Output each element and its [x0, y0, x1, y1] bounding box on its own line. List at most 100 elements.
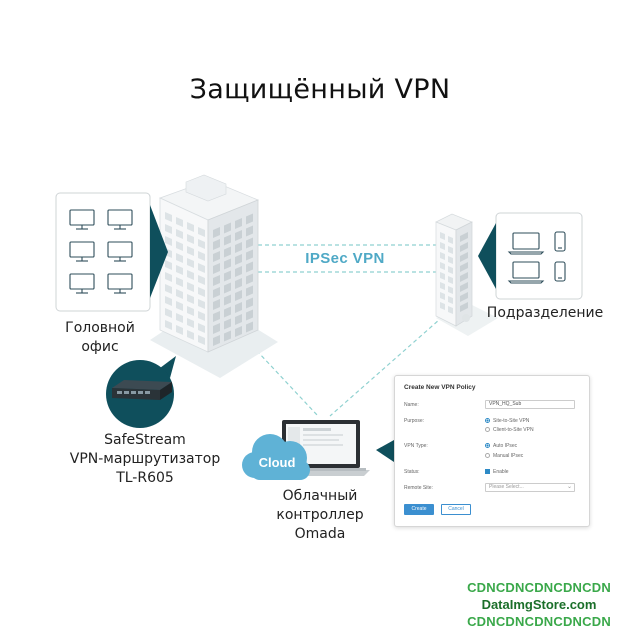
cloud-label: Cloud — [258, 455, 296, 470]
hq-roof-unit — [185, 174, 227, 202]
vpn-type-manual-radio[interactable] — [485, 453, 490, 458]
window — [187, 306, 194, 316]
window — [448, 286, 453, 294]
window — [224, 294, 231, 306]
cloud-icon — [242, 434, 310, 480]
window — [198, 299, 205, 309]
branch-card — [478, 212, 583, 300]
window — [198, 287, 205, 297]
window — [440, 252, 445, 260]
window — [198, 227, 205, 237]
window — [235, 326, 242, 337]
window — [176, 277, 183, 287]
name-input[interactable]: VPN_HQ_Sub — [485, 400, 575, 409]
laptop-icon — [507, 232, 545, 255]
window — [246, 309, 253, 321]
window — [224, 330, 231, 342]
window — [246, 285, 253, 297]
vpn-type-label: VPN Type: — [404, 443, 428, 449]
window — [187, 258, 194, 268]
window — [187, 246, 194, 256]
window — [224, 282, 231, 294]
window — [246, 213, 253, 225]
window — [213, 287, 220, 298]
laptop-icon — [507, 261, 545, 284]
window — [448, 246, 453, 254]
panel-title: Create New VPN Policy — [404, 384, 476, 391]
create-button[interactable]: Create — [404, 504, 434, 515]
window — [235, 254, 242, 265]
window — [460, 292, 468, 302]
window — [198, 251, 205, 261]
router-icon — [112, 380, 172, 400]
window — [448, 276, 453, 284]
purpose-site-radio[interactable] — [485, 418, 490, 423]
hq-right-face — [207, 199, 259, 353]
window — [246, 321, 253, 333]
phone-icon — [554, 261, 566, 282]
desktop-computer-icon — [69, 273, 95, 294]
remote-site-label: Remote Site: — [404, 485, 433, 491]
window — [440, 282, 445, 290]
vpn-type-auto-text: Auto IPsec — [493, 443, 518, 449]
window — [440, 292, 445, 300]
vpn-type-auto-radio[interactable] — [485, 443, 490, 448]
window — [440, 302, 445, 310]
window — [460, 282, 468, 292]
window — [187, 234, 194, 244]
purpose-client-radio[interactable] — [485, 427, 490, 432]
window — [235, 230, 242, 241]
vpn-policy-panel: Create New VPN Policy Name: VPN_HQ_Sub P… — [394, 375, 590, 527]
window — [176, 301, 183, 311]
window — [213, 323, 220, 334]
router-bubble-tail — [160, 356, 176, 378]
panel-pointer — [376, 440, 394, 462]
window — [176, 241, 183, 251]
branch-card-frame — [495, 212, 583, 300]
window — [246, 237, 253, 249]
branch-devices — [507, 231, 566, 284]
remote-site-select[interactable]: Please Select... — [485, 483, 575, 492]
window — [235, 218, 242, 229]
controller-label: Облачный контроллер Omada — [276, 488, 364, 542]
status-enable-checkbox[interactable] — [485, 469, 490, 474]
window — [235, 302, 242, 313]
window — [165, 260, 172, 270]
window — [176, 313, 183, 323]
cancel-button[interactable]: Cancel — [441, 504, 471, 515]
chevron-down-icon: ⌄ — [567, 484, 573, 490]
window — [224, 270, 231, 282]
branch-windows — [440, 232, 468, 314]
window — [213, 263, 220, 274]
purpose-site-text: Site-to-Site VPN — [493, 418, 530, 424]
window — [448, 306, 453, 314]
ipsec-vpn-label: IPSec VPN — [305, 250, 385, 267]
branch-card-pointer — [478, 223, 496, 289]
desktop-computer-icon — [69, 241, 95, 262]
window — [213, 239, 220, 250]
branch-controller-line — [329, 311, 449, 417]
branch-building — [435, 213, 498, 336]
window — [187, 318, 194, 328]
name-label: Name: — [404, 402, 419, 408]
window — [246, 261, 253, 273]
window — [224, 234, 231, 246]
window — [198, 275, 205, 285]
window — [198, 335, 205, 345]
window — [165, 236, 172, 246]
window — [198, 263, 205, 273]
desktop-computer-icon — [107, 241, 133, 262]
controller-group — [242, 420, 394, 480]
window — [235, 314, 242, 325]
branch-door — [462, 314, 470, 322]
window — [440, 262, 445, 270]
hq-devices — [69, 209, 133, 294]
window — [460, 252, 468, 262]
window — [187, 270, 194, 280]
window — [213, 311, 220, 322]
window — [176, 289, 183, 299]
desktop-computer-icon — [107, 209, 133, 230]
head-office-card — [55, 192, 168, 312]
watermark-line-3: CDNCDNCDNCDNCDN — [467, 614, 611, 629]
